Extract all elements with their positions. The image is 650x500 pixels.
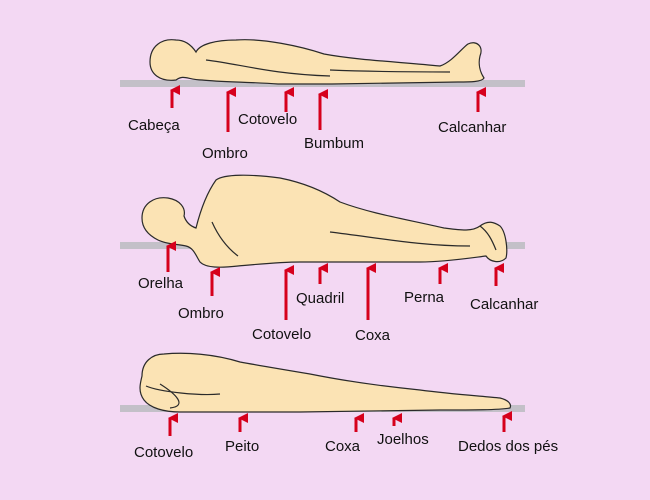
pressure-point-label: Calcanhar <box>470 296 539 313</box>
pressure-point-label: Cabeça <box>128 117 180 134</box>
panel-prone <box>120 352 525 413</box>
pressure-point-label: Coxa <box>325 438 361 455</box>
pressure-point-label: Dedos dos pés <box>458 438 559 455</box>
pressure-point-label: Perna <box>404 289 445 306</box>
body-prone <box>139 352 512 413</box>
pressure-point-label: Joelhos <box>377 431 429 448</box>
pressure-point-label: Ombro <box>202 145 248 162</box>
pressure-point-label: Calcanhar <box>438 119 507 136</box>
pressure-point-label: Cotovelo <box>252 326 312 343</box>
panel-supine <box>120 39 525 87</box>
pressure-point-label: Cotovelo <box>134 444 194 461</box>
body-lateral <box>141 174 508 268</box>
pressure-point-label: Coxa <box>355 327 391 344</box>
pressure-arrows <box>166 85 512 436</box>
pressure-point-label: Bumbum <box>304 135 365 152</box>
pressure-point-label: Ombro <box>178 305 224 322</box>
pressure-point-label: Orelha <box>138 275 184 292</box>
pressure-point-label: Quadril <box>296 290 345 307</box>
pressure-point-label: Cotovelo <box>238 111 298 128</box>
pressure-point-label: Peito <box>225 438 260 455</box>
body-supine <box>149 39 485 85</box>
panel-lateral <box>120 174 525 268</box>
